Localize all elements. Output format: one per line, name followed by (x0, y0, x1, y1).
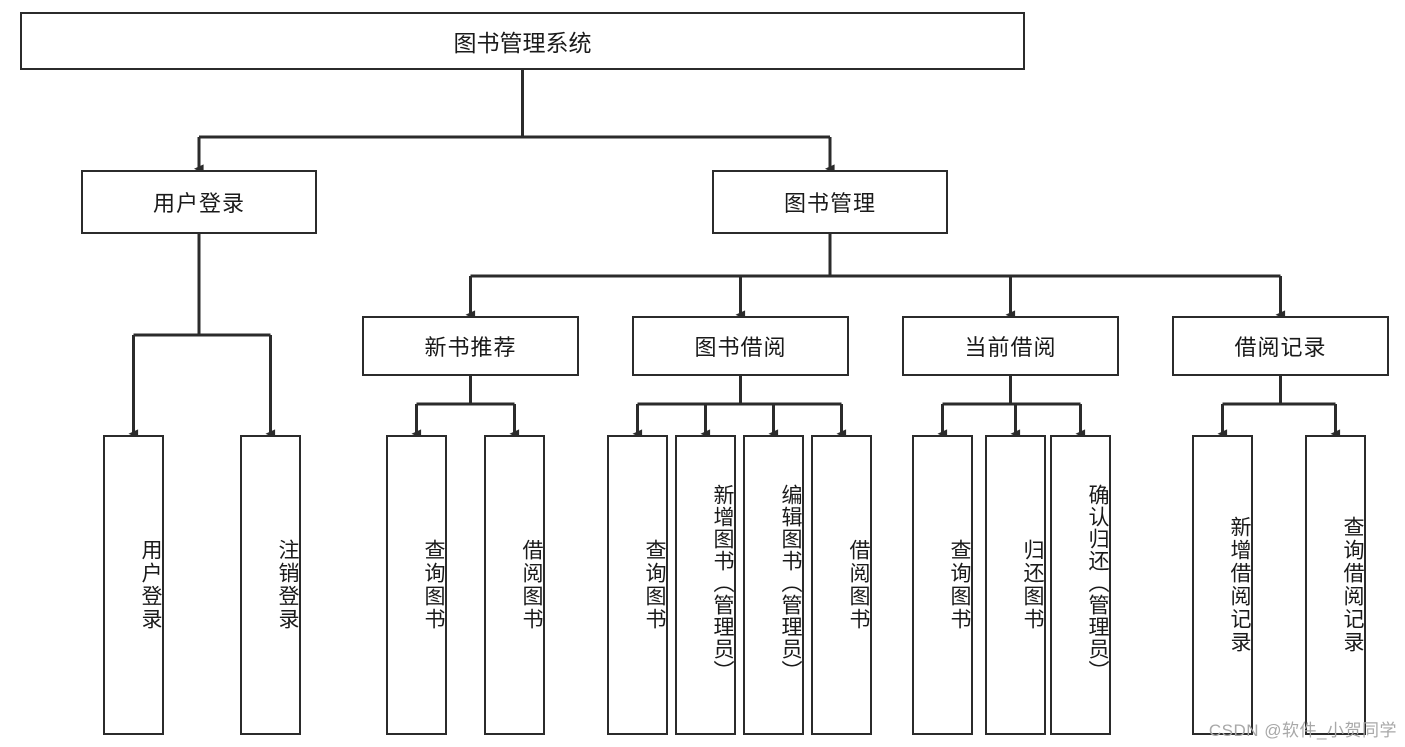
leaf-borrow-query-books[interactable]: 查询图书 (607, 435, 668, 735)
node-current-borrowing[interactable]: 当前借阅 (902, 316, 1119, 376)
leaf-current-query-books[interactable]: 查询图书 (912, 435, 973, 735)
node-borrowing-record[interactable]: 借阅记录 (1172, 316, 1389, 376)
leaf-borrow-borrow-books[interactable]: 借阅图书 (811, 435, 872, 735)
node-label: 归还图书 (1021, 539, 1044, 631)
node-label: 查询图书 (422, 539, 445, 631)
node-book-borrowing[interactable]: 图书借阅 (632, 316, 849, 376)
node-new-book-recommendation[interactable]: 新书推荐 (362, 316, 579, 376)
node-label: 确认归还（管理员） (1086, 484, 1109, 682)
node-label: 查询图书 (948, 539, 971, 631)
leaf-user-login[interactable]: 用户登录 (103, 435, 164, 735)
node-label: 借阅图书 (520, 539, 543, 631)
leaf-current-confirm-return-admin[interactable]: 确认归还（管理员） (1050, 435, 1111, 735)
leaf-user-logout[interactable]: 注销登录 (240, 435, 301, 735)
node-label: 借阅记录 (1234, 335, 1327, 360)
node-label: 图书管理系统 (453, 30, 592, 56)
leaf-record-add-borrow-record[interactable]: 新增借阅记录 (1192, 435, 1253, 735)
node-label: 注销登录 (276, 539, 299, 631)
leaf-borrow-add-book-admin[interactable]: 新增图书（管理员） (675, 435, 736, 735)
leaf-current-return-books[interactable]: 归还图书 (985, 435, 1046, 735)
node-root-system[interactable]: 图书管理系统 (20, 12, 1025, 70)
node-label: 编辑图书（管理员） (779, 484, 802, 682)
node-label: 查询借阅记录 (1341, 516, 1364, 654)
node-label: 新增图书（管理员） (711, 484, 734, 682)
node-label: 新书推荐 (424, 335, 517, 360)
node-label: 查询图书 (643, 539, 666, 631)
csdn-watermark: CSDN @软件_小贺同学 (1208, 721, 1397, 740)
leaf-borrow-edit-book-admin[interactable]: 编辑图书（管理员） (743, 435, 804, 735)
node-book-management[interactable]: 图书管理 (712, 170, 948, 234)
node-label: 借阅图书 (847, 539, 870, 631)
node-label: 用户登录 (152, 191, 245, 216)
node-label: 图书管理 (783, 191, 876, 216)
leaf-newbook-query-books[interactable]: 查询图书 (386, 435, 447, 735)
leaf-record-query-borrow-record[interactable]: 查询借阅记录 (1305, 435, 1366, 735)
node-label: 新增借阅记录 (1228, 516, 1251, 654)
node-user-login[interactable]: 用户登录 (81, 170, 317, 234)
leaf-newbook-borrow-books[interactable]: 借阅图书 (484, 435, 545, 735)
node-label: 用户登录 (139, 539, 162, 631)
node-label: 当前借阅 (964, 335, 1057, 360)
node-label: 图书借阅 (694, 335, 787, 360)
